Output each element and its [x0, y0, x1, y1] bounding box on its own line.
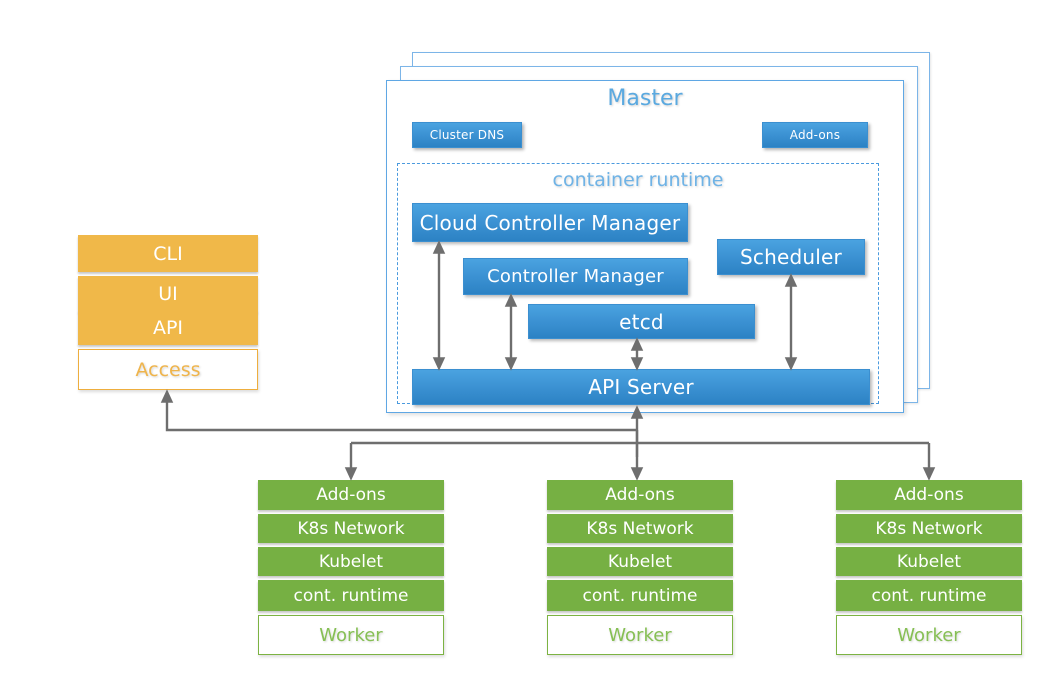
worker-3-layer-cont-runtime[interactable]: cont. runtime [836, 580, 1022, 611]
worker-1-layer-k8s-network[interactable]: K8s Network [258, 514, 444, 543]
worker-3-layer-kubelet[interactable]: Kubelet [836, 547, 1022, 576]
access-label-box: Access [78, 349, 258, 390]
worker-3-layer-k8s-network[interactable]: K8s Network [836, 514, 1022, 543]
worker-1-layer-kubelet[interactable]: Kubelet [258, 547, 444, 576]
container-runtime-title: container runtime [552, 169, 724, 191]
access-layer-ui[interactable]: UI [78, 276, 258, 312]
worker-2-layer-addons[interactable]: Add-ons [547, 480, 733, 510]
worker-1-label-box: Worker [258, 615, 444, 655]
access-layer-api[interactable]: API [78, 311, 258, 345]
worker-2-label-box: Worker [547, 615, 733, 655]
cluster-dns-box[interactable]: Cluster DNS [412, 122, 522, 148]
worker-3-label-box: Worker [836, 615, 1022, 655]
etcd-box[interactable]: etcd [528, 304, 755, 339]
worker-1-layer-cont-runtime[interactable]: cont. runtime [258, 580, 444, 611]
worker-2-layer-cont-runtime[interactable]: cont. runtime [547, 580, 733, 611]
cloud-controller-manager-box[interactable]: Cloud Controller Manager [412, 203, 688, 242]
scheduler-box[interactable]: Scheduler [717, 239, 865, 275]
master-title: Master [607, 86, 683, 111]
worker-1-layer-addons[interactable]: Add-ons [258, 480, 444, 510]
worker-2-layer-kubelet[interactable]: Kubelet [547, 547, 733, 576]
master-addons-box[interactable]: Add-ons [762, 122, 868, 148]
controller-manager-box[interactable]: Controller Manager [463, 258, 688, 295]
worker-2-layer-k8s-network[interactable]: K8s Network [547, 514, 733, 543]
worker-3-layer-addons[interactable]: Add-ons [836, 480, 1022, 510]
access-layer-cli[interactable]: CLI [78, 235, 258, 272]
api-server-box[interactable]: API Server [412, 369, 870, 405]
